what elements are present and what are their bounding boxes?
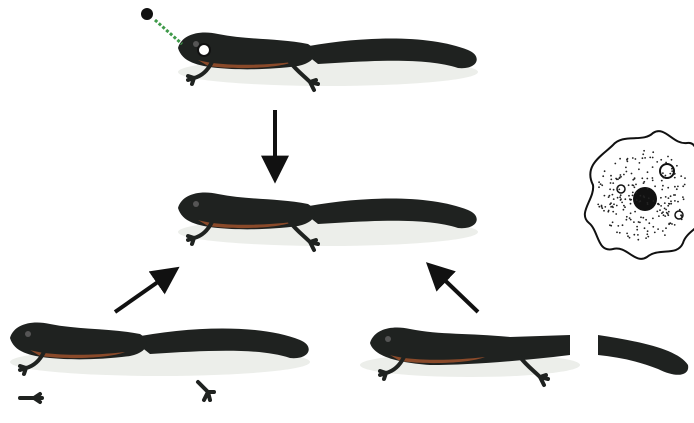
severed-leg-icon [20,394,42,402]
arrow-right-up [430,266,478,312]
newt-regenerated [178,193,478,250]
newt-with-severed-limbs [10,323,310,376]
arrow-left-up [115,270,175,312]
severed-tail-icon [598,335,688,375]
newt-being-injected [178,33,478,90]
injection-site-icon [198,44,210,56]
cell-nucleus-icon [633,187,657,211]
cell-icon [585,131,694,259]
syringe-icon [141,8,182,44]
severed-leg-icon [198,382,214,400]
newt-with-severed-tail [360,328,580,385]
